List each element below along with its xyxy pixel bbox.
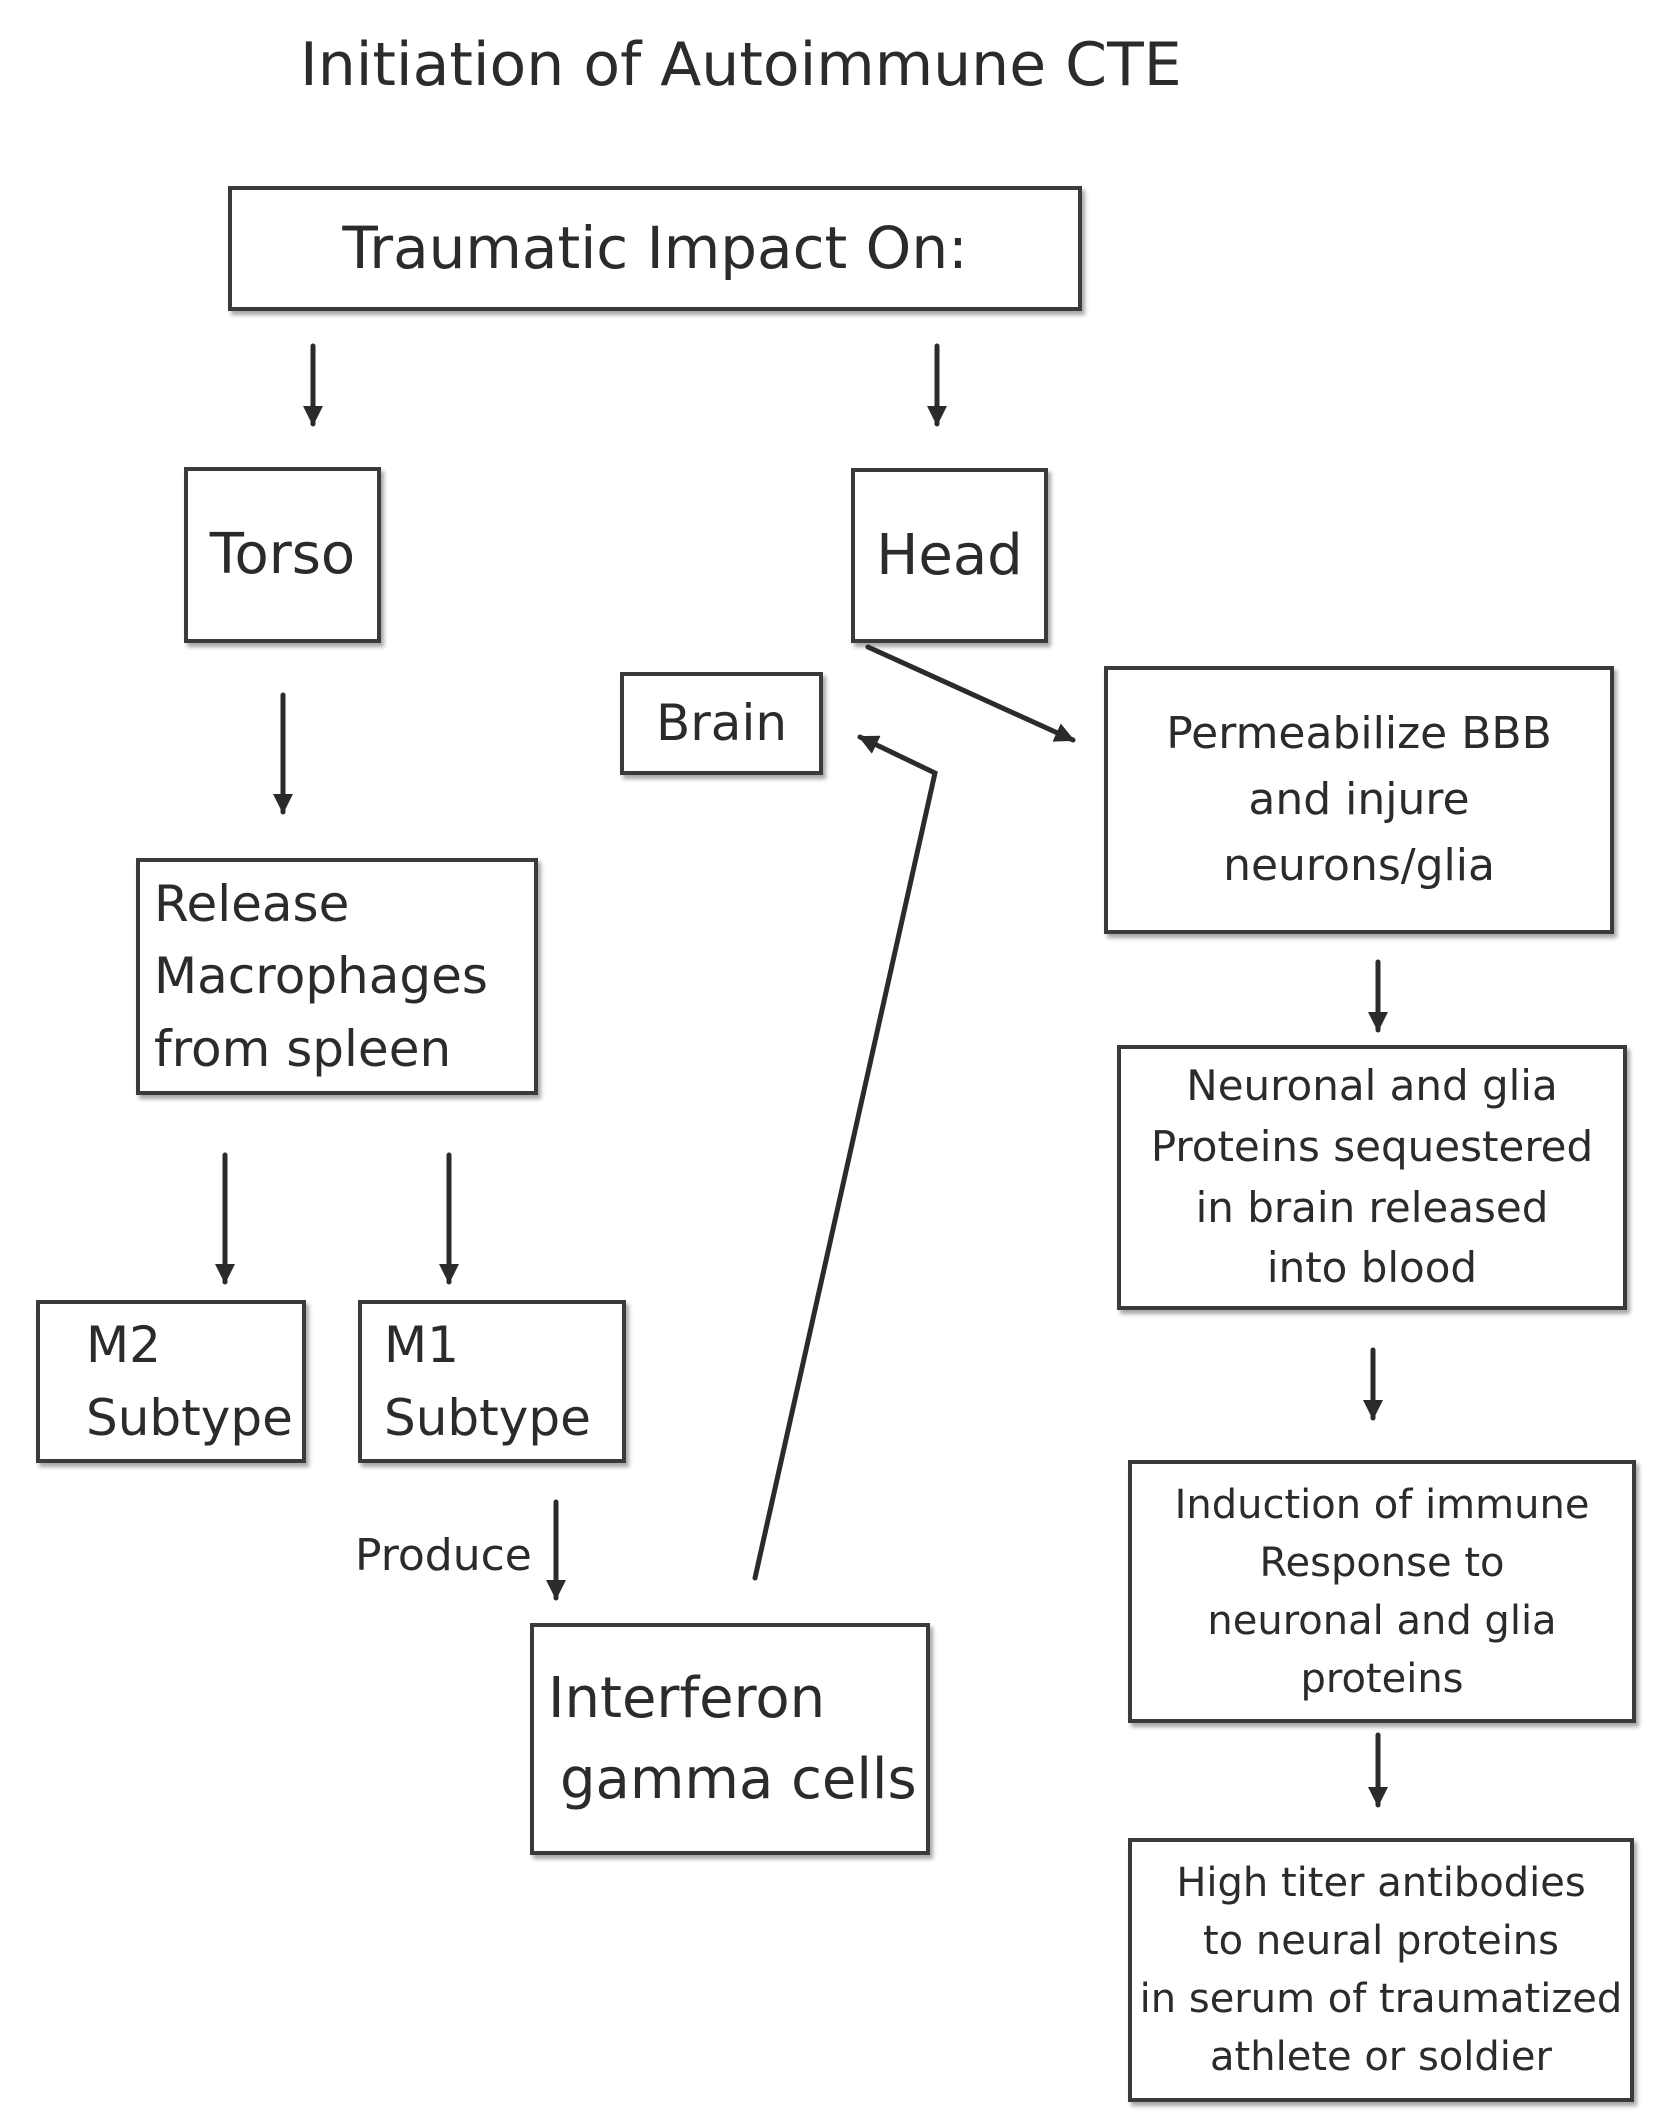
box-line: into blood bbox=[1266, 1243, 1478, 1293]
box-line: from spleen bbox=[154, 1019, 452, 1078]
box-line: and injure bbox=[1248, 774, 1470, 825]
m2-subtype-box: M2 Subtype bbox=[36, 1300, 306, 1463]
traumatic-impact-box: Traumatic Impact On: bbox=[228, 186, 1082, 311]
box-line: neurons/glia bbox=[1223, 840, 1495, 891]
neuronal-glia-proteins-box: Neuronal and glia Proteins sequestered i… bbox=[1117, 1045, 1627, 1310]
box-line: proteins bbox=[1300, 1655, 1464, 1702]
produce-edge-label: Produce bbox=[355, 1530, 532, 1581]
box-line: Induction of immune bbox=[1174, 1481, 1590, 1528]
box-line: in brain released bbox=[1195, 1182, 1549, 1232]
brain-box: Brain bbox=[620, 672, 823, 775]
box-line: Subtype bbox=[384, 1388, 591, 1447]
induction-immune-response-box: Induction of immune Response to neuronal… bbox=[1128, 1460, 1636, 1723]
box-line: Release bbox=[154, 874, 350, 933]
high-titer-antibodies-box: High titer antibodies to neural proteins… bbox=[1128, 1838, 1634, 2102]
box-line: Subtype bbox=[86, 1388, 293, 1447]
release-macrophages-box: Release Macrophages from spleen bbox=[136, 858, 538, 1095]
interferon-gamma-box: Interferon gamma cells bbox=[530, 1623, 930, 1855]
box-line: Brain bbox=[655, 694, 788, 753]
box-line: Response to bbox=[1259, 1539, 1505, 1586]
box-line: Proteins sequestered bbox=[1150, 1121, 1594, 1171]
interferon-to-brain-arrow bbox=[752, 734, 938, 1581]
box-line: Head bbox=[876, 522, 1023, 588]
head-to-bbb-arrow bbox=[865, 644, 1076, 743]
permeabilize-bbb-box: Permeabilize BBB and injure neurons/glia bbox=[1104, 666, 1614, 934]
box-line: gamma cells bbox=[560, 1747, 917, 1812]
box-line: Neuronal and glia bbox=[1186, 1060, 1558, 1110]
box-line: athlete or soldier bbox=[1210, 2034, 1552, 2080]
box-line: neuronal and glia bbox=[1207, 1597, 1557, 1644]
box-line: Torso bbox=[209, 522, 356, 587]
box-line: Interferon bbox=[548, 1665, 826, 1731]
box-line: to neural proteins bbox=[1203, 1918, 1559, 1964]
box-line: M1 bbox=[384, 1316, 459, 1374]
torso-box: Torso bbox=[184, 467, 381, 643]
m1-subtype-box: M1 Subtype bbox=[358, 1300, 626, 1463]
box-line: High titer antibodies bbox=[1176, 1860, 1586, 1906]
box-line: Macrophages bbox=[154, 947, 488, 1006]
diagram-title: Initiation of Autoimmune CTE bbox=[300, 30, 1182, 100]
box-line: M2 bbox=[86, 1316, 161, 1374]
box-line: Traumatic Impact On: bbox=[342, 214, 968, 283]
head-box: Head bbox=[851, 468, 1048, 643]
box-line: Permeabilize BBB bbox=[1166, 708, 1552, 759]
box-line: in serum of traumatized bbox=[1139, 1976, 1623, 2022]
